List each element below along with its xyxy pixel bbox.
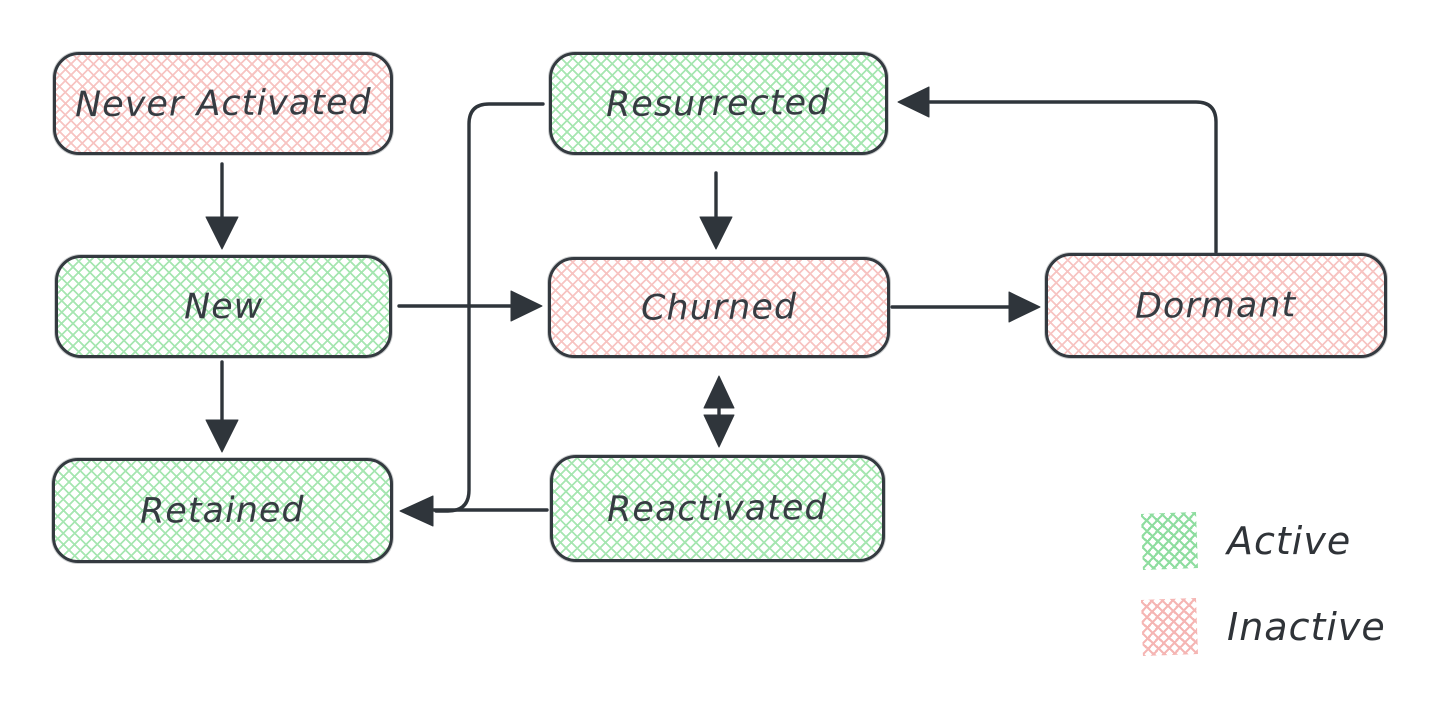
node-dormant: Dormant: [1045, 253, 1387, 358]
legend: Active Inactive: [1141, 512, 1386, 656]
node-label-dormant: Dormant: [1135, 284, 1297, 327]
node-label-reactivated: Reactivated: [607, 487, 828, 530]
node-new: New: [55, 255, 392, 358]
edge-dormant-to-resurrected: [897, 86, 1218, 254]
legend-swatch-inactive-icon: [1141, 598, 1198, 656]
node-reactivated: Reactivated: [550, 455, 885, 562]
legend-item-active: Active: [1141, 512, 1386, 570]
node-retained: Retained: [52, 458, 393, 563]
legend-swatch-active-icon: [1141, 512, 1198, 570]
node-label-churned: Churned: [640, 286, 798, 329]
edge-reactivated-to-retained: [399, 495, 549, 527]
edge-churned-reactivated-bidirectional: [703, 375, 735, 448]
edge-churned-to-dormant: [890, 291, 1041, 323]
node-label-retained: Retained: [139, 489, 306, 532]
node-label-resurrected: Resurrected: [606, 82, 831, 125]
node-churned: Churned: [548, 257, 890, 358]
node-resurrected: Resurrected: [549, 52, 888, 155]
legend-label-active: Active: [1227, 519, 1352, 563]
edge-new-to-churned: [397, 290, 543, 322]
node-label-never-activated: Never Activated: [74, 82, 372, 125]
edge-resurrected-to-churned: [699, 171, 733, 250]
legend-label-inactive: Inactive: [1227, 605, 1386, 649]
node-label-new: New: [183, 286, 264, 327]
legend-item-inactive: Inactive: [1141, 598, 1386, 656]
edge-new-to-retained: [205, 360, 239, 453]
edge-resurrected-to-retained: [434, 102, 545, 513]
node-never-activated: Never Activated: [53, 52, 393, 155]
edge-never-activated-to-new: [205, 162, 239, 250]
